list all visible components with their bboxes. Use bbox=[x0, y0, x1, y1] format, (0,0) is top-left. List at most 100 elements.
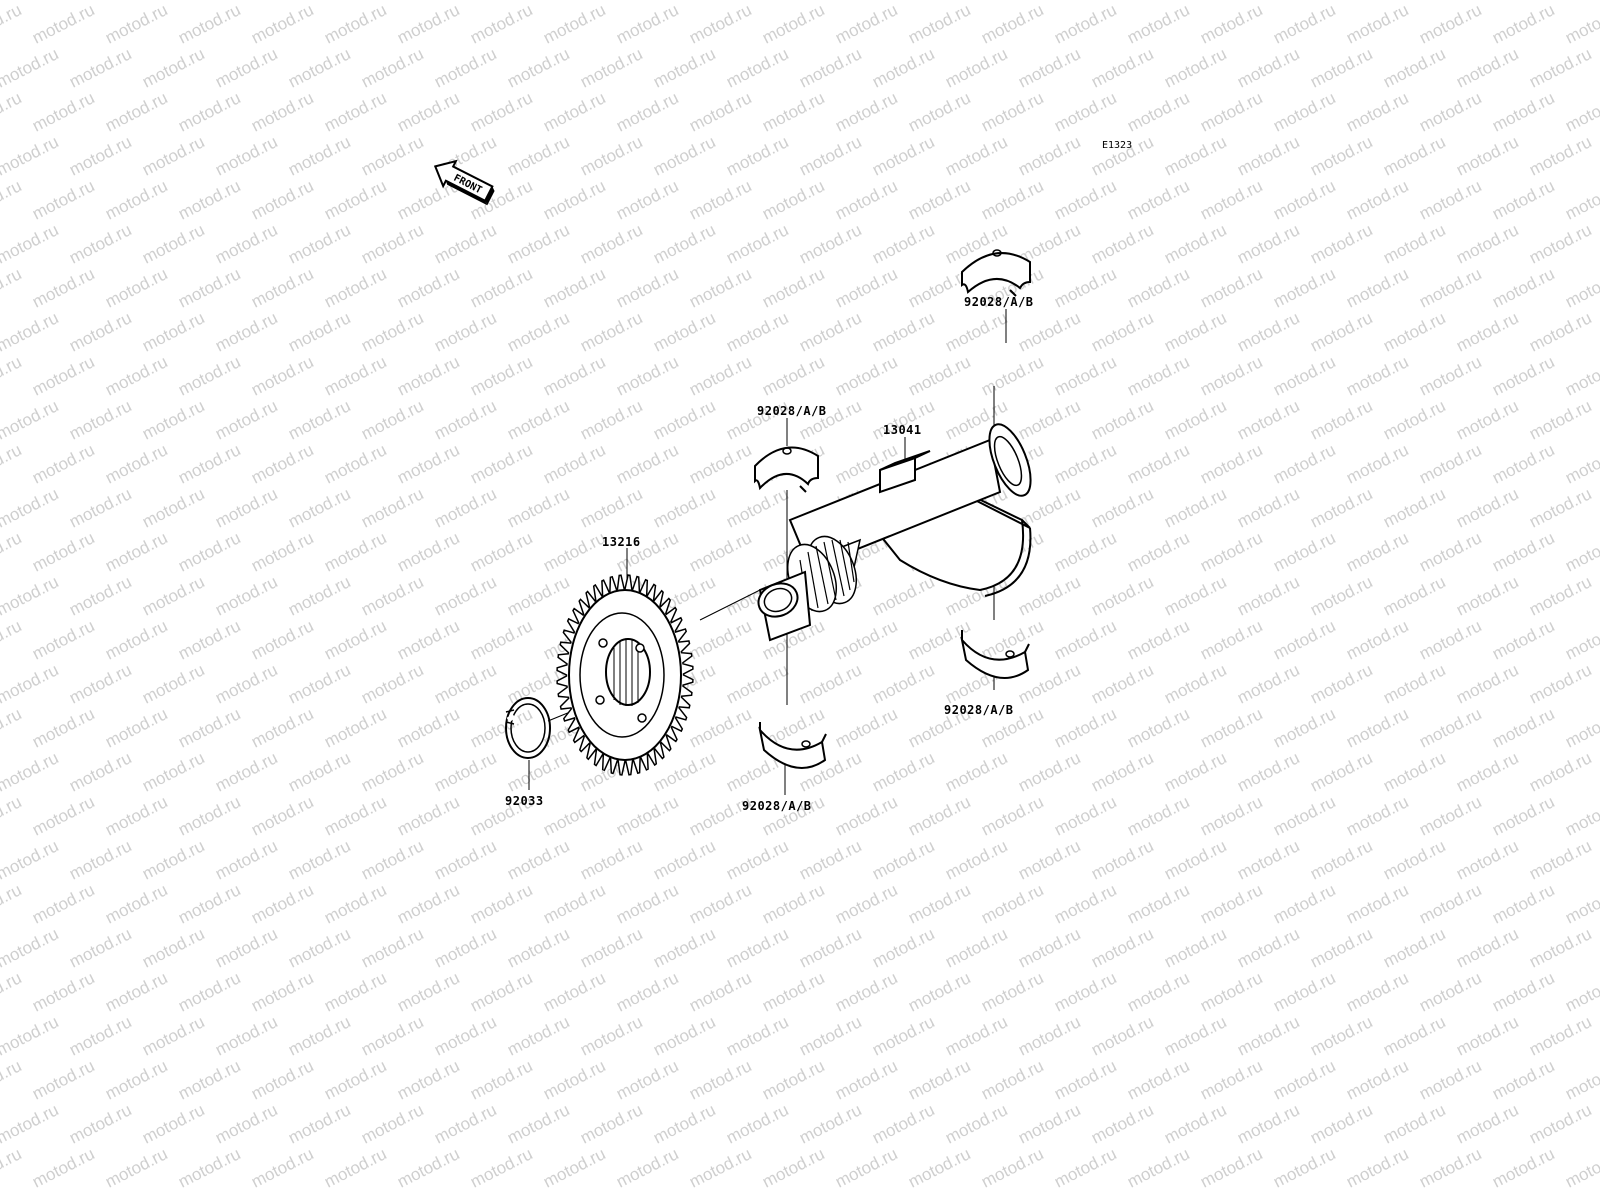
watermark-text: motod.ru bbox=[1526, 572, 1594, 619]
watermark-text: motod.ru bbox=[467, 1144, 535, 1191]
watermark-text: motod.ru bbox=[139, 484, 207, 531]
label-gear[interactable]: 13216 bbox=[602, 535, 641, 549]
label-bearing-bottom[interactable]: 92028/A/B bbox=[742, 799, 812, 813]
watermark-text: motod.ru bbox=[139, 44, 207, 91]
watermark-text: motod.ru bbox=[1343, 616, 1411, 663]
watermark-text: motod.ru bbox=[102, 352, 170, 399]
watermark-text: motod.ru bbox=[394, 704, 462, 751]
watermark-text: motod.ru bbox=[577, 396, 645, 443]
watermark-text: motod.ru bbox=[1124, 0, 1192, 47]
watermark-text: motod.ru bbox=[248, 440, 316, 487]
watermark-text: motod.ru bbox=[540, 0, 608, 47]
watermark-text: motod.ru bbox=[1307, 572, 1375, 619]
watermark-text: motod.ru bbox=[66, 484, 134, 531]
watermark-text: motod.ru bbox=[102, 0, 170, 47]
watermark-text: motod.ru bbox=[723, 44, 791, 91]
watermark-text: motod.ru bbox=[467, 0, 535, 47]
watermark-text: motod.ru bbox=[0, 660, 62, 707]
watermark-text: motod.ru bbox=[1234, 1100, 1302, 1147]
watermark-text: motod.ru bbox=[613, 440, 681, 487]
watermark-text: motod.ru bbox=[212, 396, 280, 443]
watermark-text: motod.ru bbox=[212, 572, 280, 619]
watermark-text: motod.ru bbox=[650, 1012, 718, 1059]
watermark-text: motod.ru bbox=[1161, 836, 1229, 883]
watermark-text: motod.ru bbox=[66, 396, 134, 443]
watermark-text: motod.ru bbox=[686, 1056, 754, 1103]
watermark-text: motod.ru bbox=[0, 924, 62, 971]
watermark-text: motod.ru bbox=[978, 792, 1046, 839]
watermark-text: motod.ru bbox=[0, 0, 25, 47]
watermark-text: motod.ru bbox=[1380, 308, 1448, 355]
watermark-text: motod.ru bbox=[358, 132, 426, 179]
watermark-text: motod.ru bbox=[686, 88, 754, 135]
bearing-shell-top-right[interactable] bbox=[961, 249, 1031, 297]
watermark-text: motod.ru bbox=[1489, 440, 1557, 487]
watermark-text: motod.ru bbox=[1051, 880, 1119, 927]
watermark-text: motod.ru bbox=[0, 352, 25, 399]
watermark-text: motod.ru bbox=[431, 924, 499, 971]
watermark-text: motod.ru bbox=[942, 132, 1010, 179]
watermark-text: motod.ru bbox=[723, 660, 791, 707]
balancer-shaft[interactable] bbox=[753, 419, 1039, 642]
bearing-shell-mid-left[interactable] bbox=[754, 446, 819, 493]
watermark-text: motod.ru bbox=[1416, 0, 1484, 47]
watermark-text: motod.ru bbox=[212, 44, 280, 91]
label-bearing-mid-left[interactable]: 92028/A/B bbox=[757, 404, 827, 418]
watermark-text: motod.ru bbox=[1453, 924, 1521, 971]
watermark-text: motod.ru bbox=[175, 88, 243, 135]
watermark-text: motod.ru bbox=[1307, 1012, 1375, 1059]
watermark-text: motod.ru bbox=[1343, 1144, 1411, 1191]
watermark-text: motod.ru bbox=[723, 1100, 791, 1147]
watermark-text: motod.ru bbox=[650, 1100, 718, 1147]
watermark-text: motod.ru bbox=[577, 484, 645, 531]
watermark-text: motod.ru bbox=[1380, 0, 1448, 4]
watermark-text: motod.ru bbox=[1051, 0, 1119, 47]
watermark-text: motod.ru bbox=[1562, 792, 1600, 839]
watermark-text: motod.ru bbox=[686, 704, 754, 751]
watermark-text: motod.ru bbox=[1489, 88, 1557, 135]
watermark-text: motod.ru bbox=[832, 0, 900, 47]
label-bearing-top-right[interactable]: 92028/A/B bbox=[964, 295, 1034, 309]
bearing-shell-bottom[interactable] bbox=[758, 722, 827, 769]
label-circlip[interactable]: 92033 bbox=[505, 794, 544, 808]
watermark-text: motod.ru bbox=[1307, 484, 1375, 531]
watermark-text: motod.ru bbox=[1307, 660, 1375, 707]
watermark-text: motod.ru bbox=[1526, 132, 1594, 179]
watermark-text: motod.ru bbox=[504, 0, 572, 4]
watermark-text: motod.ru bbox=[942, 748, 1010, 795]
watermark-text: motod.ru bbox=[139, 660, 207, 707]
watermark-text: motod.ru bbox=[504, 484, 572, 531]
watermark-text: motod.ru bbox=[759, 88, 827, 135]
bearing-shell-lower-right[interactable] bbox=[960, 630, 1030, 679]
watermark-text: motod.ru bbox=[905, 616, 973, 663]
watermark-text: motod.ru bbox=[1343, 264, 1411, 311]
watermark-text: motod.ru bbox=[1453, 44, 1521, 91]
watermark-text: motod.ru bbox=[1489, 352, 1557, 399]
watermark-text: motod.ru bbox=[759, 264, 827, 311]
watermark-text: motod.ru bbox=[1380, 220, 1448, 267]
watermark-text: motod.ru bbox=[212, 660, 280, 707]
circlip[interactable] bbox=[505, 697, 551, 759]
label-bearing-lower-right[interactable]: 92028/A/B bbox=[944, 703, 1014, 717]
balancer-gear[interactable] bbox=[556, 574, 694, 776]
watermark-text: motod.ru bbox=[66, 572, 134, 619]
watermark-text: motod.ru bbox=[102, 440, 170, 487]
watermark-text: motod.ru bbox=[1197, 0, 1265, 47]
watermark-text: motod.ru bbox=[358, 924, 426, 971]
watermark-text: motod.ru bbox=[1489, 968, 1557, 1015]
watermark-text: motod.ru bbox=[1343, 88, 1411, 135]
watermark-text: motod.ru bbox=[102, 528, 170, 575]
watermark-text: motod.ru bbox=[248, 968, 316, 1015]
watermark-text: motod.ru bbox=[1051, 704, 1119, 751]
watermark-text: motod.ru bbox=[1197, 88, 1265, 135]
label-shaft[interactable]: 13041 bbox=[883, 423, 922, 437]
watermark-text: motod.ru bbox=[467, 968, 535, 1015]
watermark-text: motod.ru bbox=[1416, 176, 1484, 223]
watermark-text: motod.ru bbox=[394, 880, 462, 927]
watermark-text: motod.ru bbox=[723, 132, 791, 179]
watermark-text: motod.ru bbox=[0, 1100, 62, 1147]
watermark-text: motod.ru bbox=[905, 880, 973, 927]
watermark-text: motod.ru bbox=[0, 528, 25, 575]
watermark-text: motod.ru bbox=[650, 484, 718, 531]
